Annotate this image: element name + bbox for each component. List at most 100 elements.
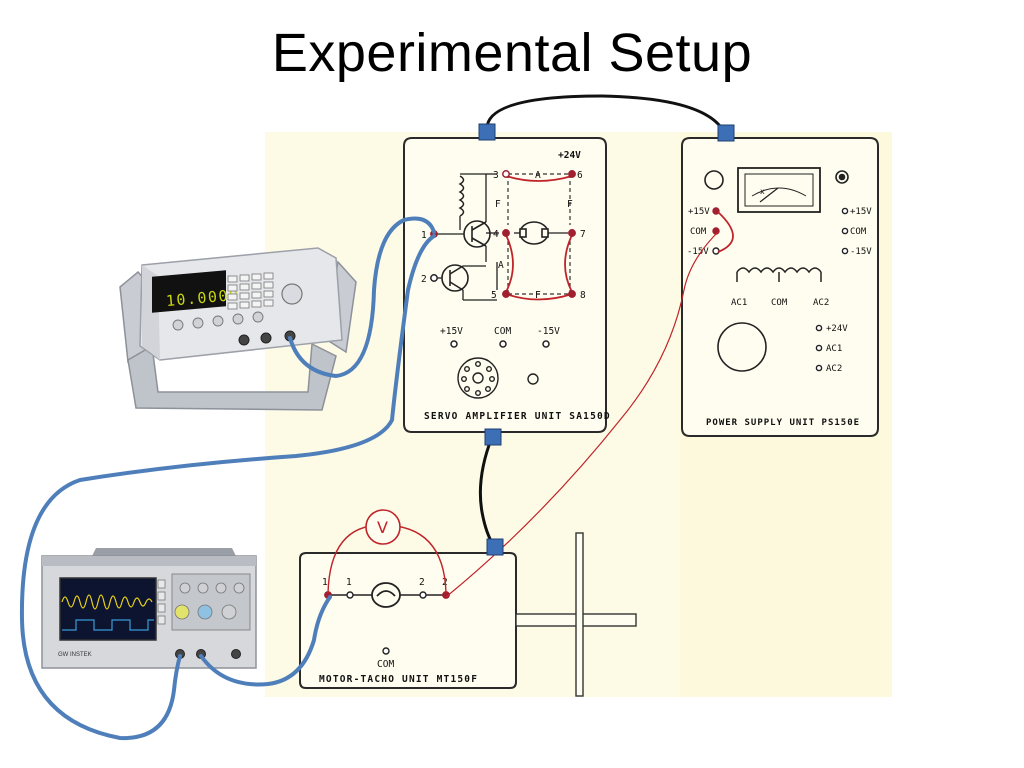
servo-label-f-left: F	[495, 199, 501, 210]
power-supply-knob[interactable]	[835, 170, 849, 184]
servo-label-minus15v: -15V	[537, 326, 560, 337]
ps-left-minus15: -15V	[687, 247, 709, 257]
servo-dashed-links	[507, 173, 571, 295]
servo-terminal-plus15[interactable]	[450, 340, 458, 348]
servo-small-hole	[527, 373, 539, 385]
function-generator-keypad[interactable]	[227, 272, 274, 310]
power-supply-name: POWER SUPPLY UNIT PS150E	[706, 418, 860, 428]
ps-terminal-plus24[interactable]	[815, 324, 823, 332]
oscilloscope-controls[interactable]	[171, 573, 251, 631]
servo-label-a-top: A	[535, 170, 541, 181]
connector-servo-top[interactable]	[478, 123, 496, 141]
ps-left-com: COM	[690, 227, 707, 237]
function-generator-main-knob[interactable]	[281, 283, 303, 305]
function-generator: 10.0000	[119, 247, 357, 411]
ps-transformer-symbol	[736, 267, 822, 282]
function-generator-small-knobs[interactable]	[172, 311, 264, 331]
ps-lower-ac1: AC1	[826, 344, 842, 354]
servo-label-6: 6	[577, 170, 583, 181]
servo-motor-symbol	[519, 221, 549, 245]
servo-label-com: COM	[494, 326, 511, 337]
connector-motor-top[interactable]	[486, 538, 504, 556]
ps-lower-ac2: AC2	[826, 364, 842, 374]
motor-tacho-name: MOTOR-TACHO UNIT MT150F	[319, 674, 478, 685]
mt-label-2a: 2	[419, 577, 425, 588]
ps-terminal-left-plus15[interactable]	[712, 207, 720, 215]
connector-servo-bottom[interactable]	[484, 428, 502, 446]
servo-internal-wiring	[433, 173, 568, 301]
servo-terminal-8[interactable]	[568, 290, 576, 298]
power-supply-panel: x +15V COM -15V +15V COM -15V AC1 COM AC…	[681, 137, 879, 437]
ps-terminal-ac2-lower[interactable]	[815, 364, 823, 372]
cable-servo-to-power	[485, 94, 726, 133]
servo-terminal-5[interactable]	[502, 290, 510, 298]
servo-label-8: 8	[580, 290, 586, 301]
voltmeter-symbol	[365, 509, 401, 545]
ps-large-knob[interactable]	[717, 322, 767, 372]
ps-ac2: AC2	[813, 298, 829, 308]
ps-terminal-left-com[interactable]	[712, 227, 720, 235]
ps-red-jumper	[717, 211, 734, 253]
black-cables	[478, 94, 726, 547]
servo-amplifier-panel: +24V 3 6 A F F 4 7 A 5 8 F 1 2 +15V COM …	[403, 137, 611, 433]
ps-right-minus15: -15V	[850, 247, 872, 257]
svg-text:x: x	[760, 187, 765, 196]
ps-terminal-ac1-lower[interactable]	[815, 344, 823, 352]
servo-terminals	[430, 170, 576, 348]
oscilloscope-square-trace	[62, 619, 154, 631]
mt-label-1b: 1	[346, 577, 352, 588]
cable-servo-to-motor	[478, 436, 496, 547]
mt-label-com: COM	[377, 659, 394, 670]
motor-tacho-symbol	[371, 582, 401, 608]
cable-fg-to-servo	[288, 216, 436, 379]
servo-amplifier-name: SERVO AMPLIFIER UNIT SA150D	[424, 411, 611, 422]
motor-tacho-panel: 1 1 2 2 COM MOTOR-TACHO UNIT MT150F V	[299, 509, 517, 689]
oscilloscope: GW INSTEK	[41, 548, 257, 669]
cable-scope-to-motor	[199, 595, 332, 687]
ps-terminal-right-plus15[interactable]	[841, 207, 849, 215]
motor-shaft-cross	[515, 532, 637, 697]
ps-terminal-right-com[interactable]	[841, 227, 849, 235]
function-generator-bnc[interactable]	[238, 330, 296, 346]
connector-power-top[interactable]	[717, 124, 735, 142]
servo-red-jumpers	[505, 175, 573, 301]
mt-label-1a: 1	[322, 577, 328, 588]
ps-left-plus15: +15V	[688, 207, 710, 217]
servo-label-a-mid: A	[498, 260, 504, 271]
ps-terminal-right-minus15[interactable]	[841, 247, 849, 255]
slide-title: Experimental Setup	[271, 23, 753, 83]
oscilloscope-sine-trace	[61, 594, 153, 610]
servo-label-2: 2	[421, 274, 427, 285]
servo-terminal-com[interactable]	[499, 340, 507, 348]
servo-terminal-7[interactable]	[568, 229, 576, 237]
servo-terminal-6[interactable]	[568, 170, 576, 178]
servo-octal-socket	[457, 357, 499, 399]
red-wire-power-to-motor	[445, 231, 719, 598]
blue-cables	[19, 216, 436, 741]
power-supply-lamp	[704, 170, 724, 190]
field-coil-symbol	[458, 175, 465, 217]
servo-terminal-2[interactable]	[430, 274, 438, 282]
oscilloscope-side-buttons[interactable]	[157, 579, 166, 625]
voltmeter-label: V	[377, 518, 388, 537]
connectors	[478, 123, 735, 556]
servo-label-f-right: F	[567, 199, 573, 210]
ps-right-plus15: +15V	[850, 207, 872, 217]
power-supply-meter: x	[737, 167, 821, 213]
ps-com-ac: COM	[771, 298, 788, 308]
servo-label-7: 7	[580, 229, 586, 240]
servo-terminal-minus15[interactable]	[542, 340, 550, 348]
servo-terminal-4[interactable]	[502, 229, 510, 237]
servo-label-f-bottom: F	[535, 290, 541, 301]
mt-terminal-2a[interactable]	[419, 591, 427, 599]
mt-terminal-com[interactable]	[382, 647, 390, 655]
ps-terminal-circles	[712, 207, 849, 372]
servo-label-4: 4	[493, 229, 499, 240]
servo-label-5: 5	[491, 290, 497, 301]
servo-label-1: 1	[421, 230, 427, 241]
oscilloscope-brand: GW INSTEK	[58, 652, 92, 658]
servo-label-plus24: +24V	[558, 150, 581, 161]
mt-terminal-1b[interactable]	[346, 591, 354, 599]
servo-terminal-3[interactable]	[502, 170, 510, 178]
